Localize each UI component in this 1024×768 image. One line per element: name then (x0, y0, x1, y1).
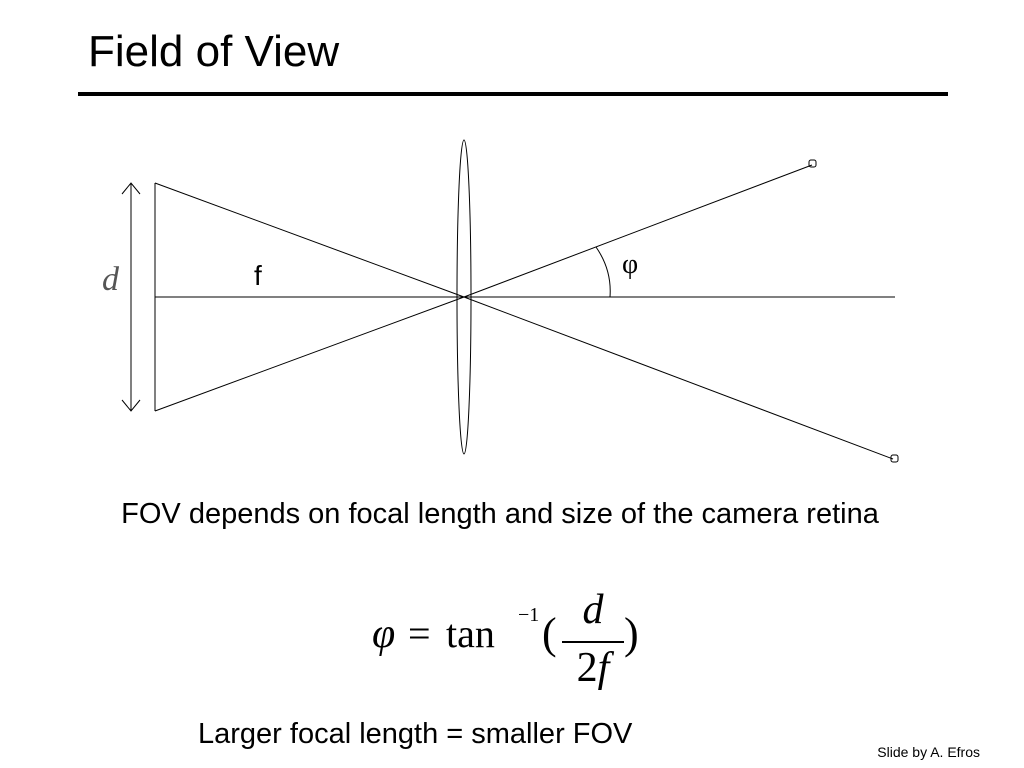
lens (456, 139, 472, 455)
d-arrow-head-top (121, 182, 141, 195)
slide-credit: Slide by A. Efros (877, 744, 980, 760)
label-phi: φ (622, 249, 638, 280)
ray-end-marker-upper (808, 159, 817, 168)
fov-caption: FOV depends on focal length and size of … (121, 498, 879, 530)
ray-end-marker-lower (890, 454, 899, 463)
slide-title: Field of View (88, 27, 340, 76)
label-d: d (102, 261, 120, 298)
d-arrow-head-bottom (121, 399, 141, 412)
ray-upper-right (463, 164, 813, 298)
formula-equals: = (408, 611, 431, 656)
title-underline (78, 92, 948, 96)
formula-fraction-bar (562, 641, 624, 643)
ray-lower-left (154, 296, 465, 412)
formula-close-paren: ) (624, 609, 639, 658)
formula-denominator-coef: 2 (576, 645, 598, 691)
formula-exponent: −1 (518, 604, 540, 626)
label-f: f (254, 260, 262, 291)
ray-upper-left (154, 182, 465, 298)
formula-numerator: d (582, 587, 604, 633)
bottom-note: Larger focal length = smaller FOV (198, 718, 633, 750)
formula-open-paren: ( (542, 609, 557, 658)
ray-lower-right (463, 296, 894, 460)
formula-function: tan (446, 611, 495, 656)
formula-lhs: φ (372, 611, 396, 657)
formula-denominator: 2f (560, 644, 626, 692)
formula-denominator-var: f (597, 645, 610, 691)
angle-arc (595, 246, 611, 298)
